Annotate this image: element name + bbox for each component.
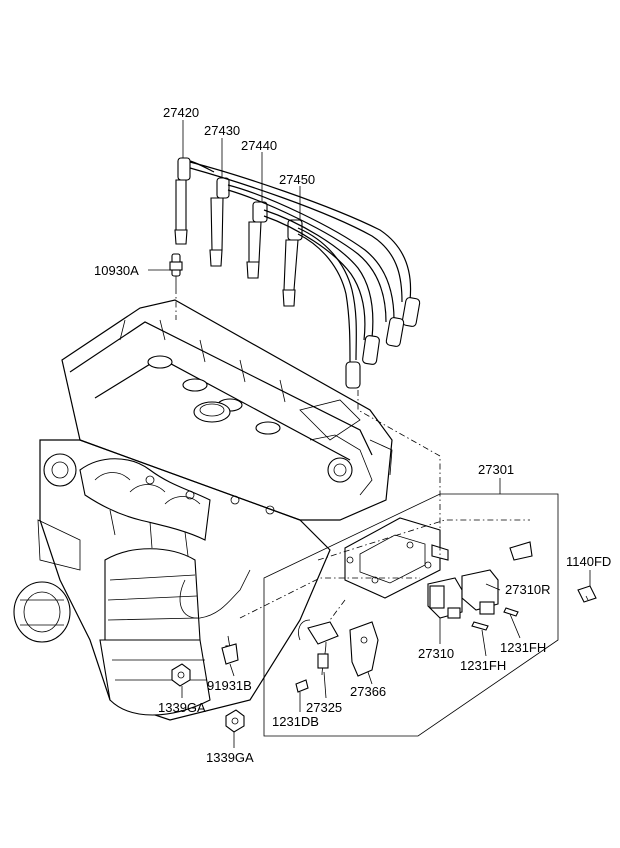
- clip-and-nuts: [171, 643, 245, 733]
- label-27450: 27450: [279, 172, 315, 187]
- label-1140FD: 1140FD: [566, 554, 611, 569]
- label-91931B: 91931B: [207, 678, 252, 693]
- label-27430: 27430: [204, 123, 240, 138]
- label-27366: 27366: [350, 684, 386, 699]
- label-27440: 27440: [241, 138, 277, 153]
- label-27310R: 27310R: [505, 582, 551, 597]
- leader-lines: [148, 120, 591, 748]
- guide-lines: [175, 288, 530, 621]
- label-27420: 27420: [163, 105, 199, 120]
- label-27310: 27310: [418, 646, 454, 661]
- label-1231FH-lower: 1231FH: [460, 658, 506, 673]
- label-1339GA-lower: 1339GA: [206, 750, 254, 765]
- ignition-cable-set: [174, 157, 421, 389]
- label-1231FH-upper: 1231FH: [500, 640, 546, 655]
- label-1231DB: 1231DB: [272, 714, 319, 729]
- engine-assembly: [13, 299, 393, 721]
- label-27325: 27325: [306, 700, 342, 715]
- label-1339GA-upper: 1339GA: [158, 700, 206, 715]
- spark-plug-10930A: [169, 253, 183, 288]
- label-27301: 27301: [478, 462, 514, 477]
- label-10930A: 10930A: [94, 263, 139, 278]
